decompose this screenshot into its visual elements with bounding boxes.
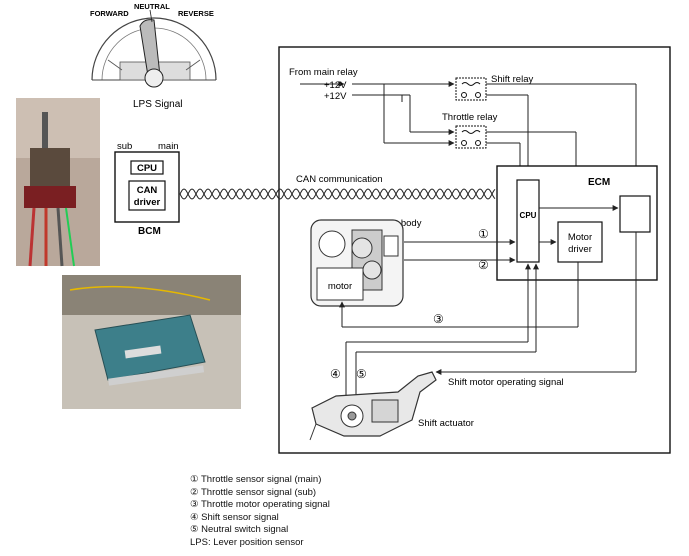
legend-item: ① Throttle sensor signal (main): [190, 474, 330, 487]
ecm-block: ECM CPU Motor driver: [497, 166, 657, 280]
legend-item: ⑤ Neutral switch signal: [190, 524, 330, 537]
shift-actuator-label: Shift actuator: [418, 418, 474, 429]
lps-caption: LPS Signal: [133, 99, 182, 110]
legend-item: ② Throttle sensor signal (sub): [190, 487, 330, 500]
from-main-relay-label: From main relay: [289, 67, 358, 78]
legend-item: ④ Shift sensor signal: [190, 512, 330, 525]
power-supply: From main relay +12V +12V: [289, 67, 454, 143]
bcm-driver-label: driver: [134, 197, 161, 208]
signal-1-marker: ①: [478, 227, 489, 241]
ecm-name: ECM: [588, 177, 610, 188]
legend-item: LPS: Lever position sensor: [190, 537, 330, 550]
throttle-relay-label: Throttle relay: [442, 112, 498, 123]
bcm-block: sub main CPU CAN driver BCM: [115, 141, 179, 237]
can-communication-label: CAN communication: [296, 174, 383, 185]
signal-4-marker: ④: [330, 367, 341, 381]
bcm-module-photo: [62, 275, 241, 409]
lever-illustration: FORWARD NEUTRAL REVERSE LPS Signal: [90, 2, 216, 110]
throttle-body: Throttle body motor: [311, 218, 422, 306]
bcm-sub-label: sub: [117, 141, 132, 152]
lever-forward-label: FORWARD: [90, 9, 129, 18]
lever-neutral-label: NEUTRAL: [134, 2, 170, 11]
motor-driver-label-1: Motor: [568, 232, 592, 243]
plus12v-label-1: +12V: [324, 80, 347, 91]
toggle-switch-photo: [16, 98, 100, 266]
motor-driver-label-2: driver: [568, 244, 592, 255]
can-bus-line: CAN communication: [180, 174, 495, 199]
signal-3-marker: ③: [433, 312, 444, 326]
shift-relay-label: Shift relay: [491, 74, 533, 85]
bcm-can-label: CAN: [137, 185, 158, 196]
ecm-cpu-label: CPU: [520, 211, 537, 220]
legend: ① Throttle sensor signal (main) ② Thrott…: [190, 474, 330, 550]
shift-motor-signal-label: Shift motor operating signal: [448, 377, 564, 388]
bcm-cpu-label: CPU: [137, 163, 157, 174]
ecm-cpu-box: [517, 180, 539, 262]
bcm-main-label: main: [158, 141, 179, 152]
shift-driver-box: [620, 196, 650, 232]
bcm-name: BCM: [138, 226, 161, 237]
signal-2-marker: ②: [478, 258, 489, 272]
legend-item: ③ Throttle motor operating signal: [190, 499, 330, 512]
plus12v-label-2: +12V: [324, 91, 347, 102]
signal-5-marker: ⑤: [356, 367, 367, 381]
lever-reverse-label: REVERSE: [178, 9, 214, 18]
throttle-motor-label: motor: [328, 281, 352, 292]
